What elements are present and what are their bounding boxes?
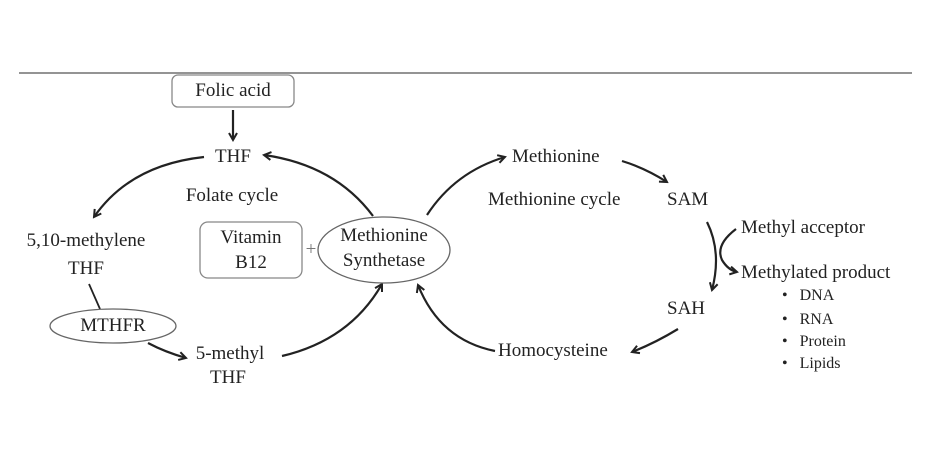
plus-sign: + xyxy=(305,239,317,260)
synthetase-line2: Synthetase xyxy=(342,250,426,271)
homocysteine-label: Homocysteine xyxy=(498,340,608,361)
folate-cycle-label: Folate cycle xyxy=(185,185,279,206)
arrow-methionine-to-sam xyxy=(621,159,667,182)
folic-acid-box xyxy=(171,74,295,108)
product-protein: Protein xyxy=(799,333,846,350)
arrow-sam-to-sah xyxy=(706,221,716,290)
synthetase-line1: Methionine xyxy=(340,225,428,246)
methylene-thf-line1: 5,10-methylene xyxy=(26,230,146,251)
methyl-thf-line1: 5-methyl xyxy=(195,343,265,364)
arrow-synthetase-to-methionine xyxy=(426,157,505,216)
methylated-product-label: Methylated product xyxy=(741,262,891,283)
product-dna: DNA xyxy=(799,287,835,304)
product-item: • Protein xyxy=(782,333,846,350)
product-item: • RNA xyxy=(782,311,834,328)
product-rna: RNA xyxy=(799,311,834,328)
product-item: • Lipids xyxy=(782,355,841,372)
methionine-label: Methionine xyxy=(512,146,600,167)
line-methylene-to-mthfr xyxy=(88,283,101,310)
vitamin-line2: B12 xyxy=(235,252,267,273)
product-lipids: Lipids xyxy=(799,355,841,372)
arrow-methylthf-to-synthetase xyxy=(281,284,382,358)
product-item: • DNA xyxy=(782,287,835,304)
mthfr-ellipse xyxy=(49,308,177,344)
vitamin-line1: Vitamin xyxy=(220,227,282,248)
folic-acid-label: Folic acid xyxy=(195,80,271,101)
thf-label: THF xyxy=(215,146,251,167)
mthfr-label: MTHFR xyxy=(80,315,146,336)
sah-label: SAH xyxy=(667,298,706,319)
synthetase-ellipse xyxy=(317,216,451,284)
arrow-thf-to-methylene xyxy=(94,155,205,217)
methionine-cycle-label: Methionine cycle xyxy=(488,189,621,210)
arrow-synthetase-to-thf xyxy=(264,155,374,217)
sam-label: SAM xyxy=(667,189,709,210)
arrow-mthfr-to-methylthf xyxy=(147,342,186,358)
arrow-homocysteine-to-synthetase xyxy=(418,285,496,353)
methylene-thf-line2: THF xyxy=(68,258,104,279)
methyl-thf-line2: THF xyxy=(210,367,246,388)
vitamin-b12-box xyxy=(199,221,303,279)
arrow-acceptor-to-product xyxy=(719,228,737,272)
methyl-acceptor-label: Methyl acceptor xyxy=(741,217,865,238)
arrow-sah-to-homocysteine xyxy=(632,328,679,352)
